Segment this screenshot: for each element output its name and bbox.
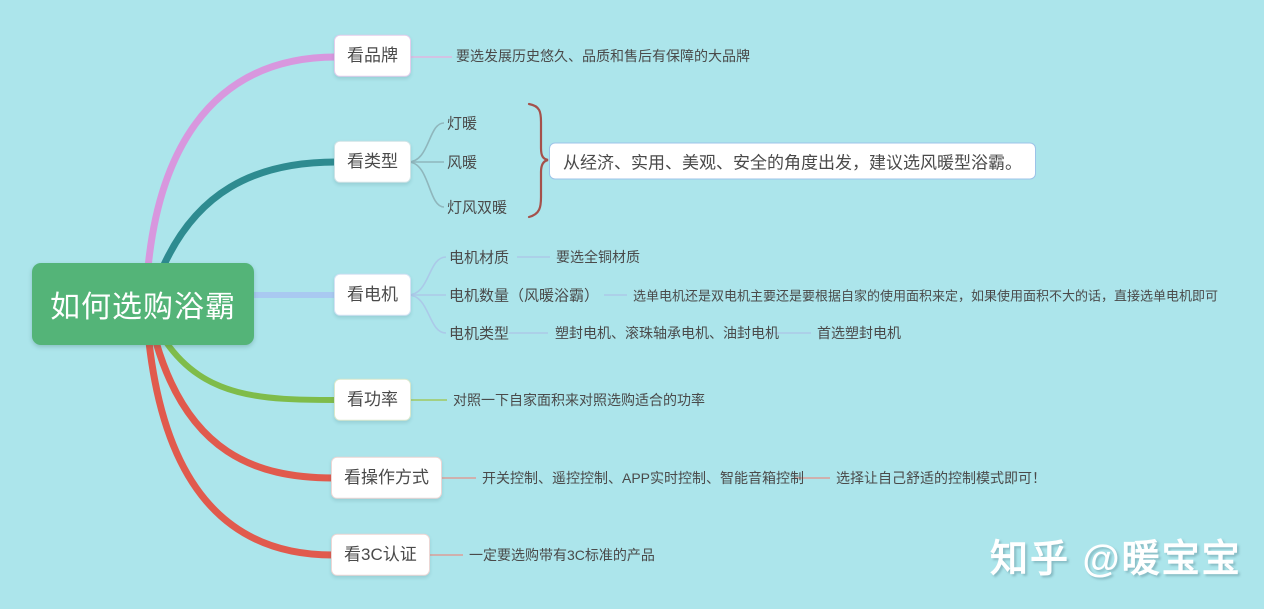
type-conclusion-box[interactable]: 从经济、实用、美观、安全的角度出发，建议选风暖型浴霸。 [549, 142, 1036, 180]
connector-type-child-1 [407, 122, 445, 163]
brand-note: 要选发展历史悠久、品质和售后有保障的大品牌 [456, 48, 750, 64]
type-brace [527, 102, 549, 219]
operation-note: 开关控制、遥控控制、APP实时控制、智能音箱控制 [482, 470, 805, 486]
operation-conclusion: 选择让自己舒适的控制模式即可！ [836, 470, 1046, 486]
motor-material-note: 要选全铜材质 [556, 249, 640, 265]
connector-type-child-3 [407, 161, 445, 208]
motor-type-note: 塑封电机、滚珠轴承电机、油封电机 [555, 325, 779, 341]
connector-motor-child-3 [407, 294, 447, 334]
branch-node-motor[interactable]: 看电机 [334, 273, 411, 317]
branch-curve-power [163, 339, 339, 403]
motor-child-type: 电机类型 [449, 325, 510, 343]
motor-child-quantity: 电机数量（风暖浴霸） [449, 287, 600, 305]
zhihu-watermark: 知乎 @暖宝宝 [990, 538, 1242, 581]
branch-node-operation[interactable]: 看操作方式 [331, 456, 442, 500]
branch-node-brand[interactable]: 看品牌 [334, 34, 411, 78]
branch-curve-cert [145, 338, 337, 559]
type-child-dual-heat: 灯风双暖 [447, 199, 508, 217]
branch-curve-operation [152, 338, 337, 482]
branch-curve-brand [144, 53, 340, 272]
branch-curve-type [159, 158, 340, 271]
type-child-lamp-heat: 灯暖 [447, 115, 478, 133]
connector-motor-child-1 [407, 256, 447, 296]
type-child-fan-heat: 风暖 [447, 154, 478, 172]
branch-node-type[interactable]: 看类型 [334, 140, 411, 184]
branch-node-power[interactable]: 看功率 [334, 378, 411, 422]
motor-type-conclusion: 首选塑封电机 [817, 325, 901, 341]
motor-child-material: 电机材质 [449, 249, 510, 267]
root-node[interactable]: 如何选购浴霸 [32, 263, 254, 345]
motor-quantity-note: 选单电机还是双电机主要还是要根据自家的使用面积来定，如果使用面积不大的话，直接选… [633, 288, 1219, 304]
power-note: 对照一下自家面积来对照选购适合的功率 [453, 392, 705, 408]
cert-note: 一定要选购带有3C标准的产品 [469, 547, 655, 563]
branch-node-cert[interactable]: 看3C认证 [331, 533, 430, 577]
